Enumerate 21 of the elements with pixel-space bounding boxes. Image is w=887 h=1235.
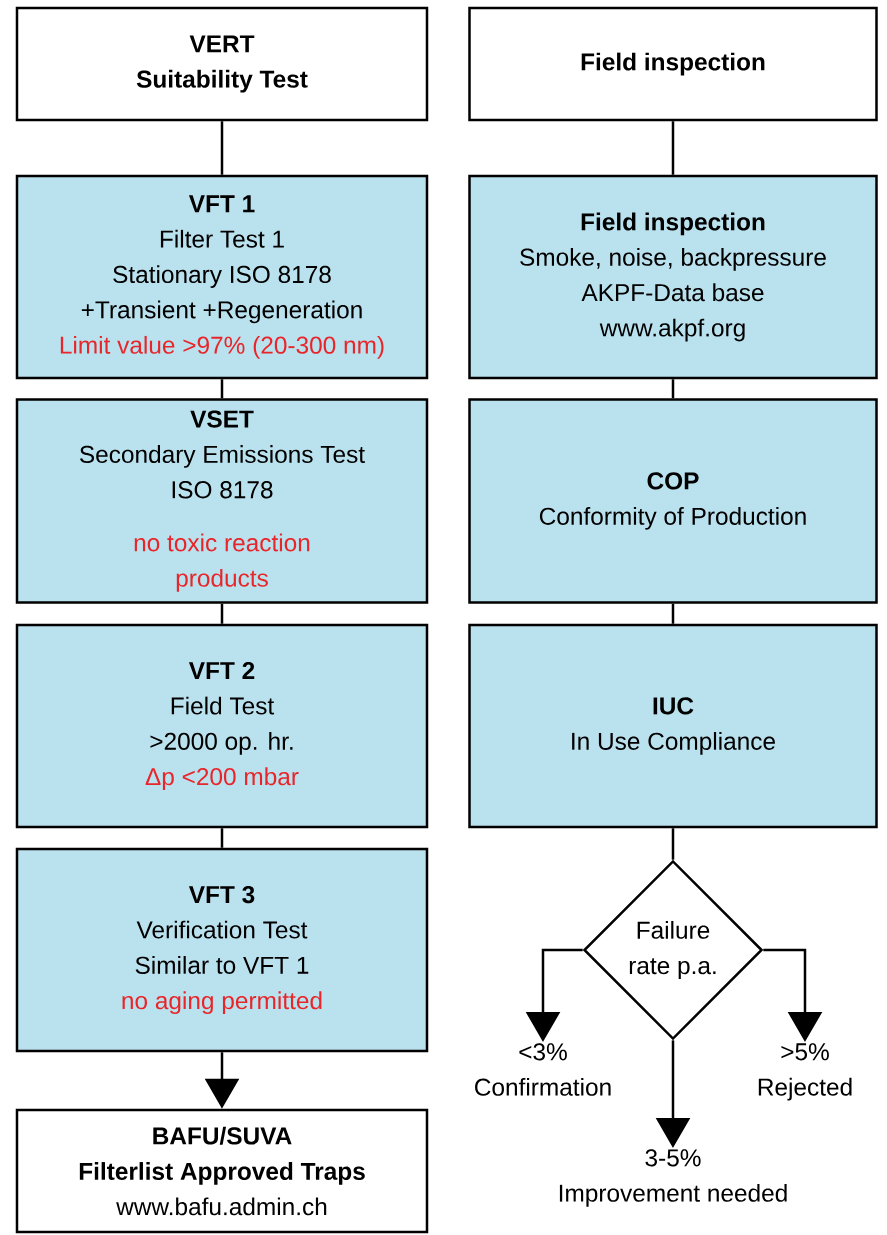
outcome-label: <3% Confirmation <box>475 1043 611 1096</box>
process-box: Field inspection Smoke, noise, backpressure AKPF-Data base www.akpf.org <box>468 174 878 380</box>
process-box: VSET Secondary Emissions Test ISO 8178 no toxic reaction products <box>15 398 429 604</box>
process-box: VFT 1 Filter Test 1 Stationary ISO 8178 +Transient +Regeneration Limit value >97% (20-300 nm) <box>15 174 429 380</box>
outcome-label: >5% Rejected <box>758 1043 852 1101</box>
result-box: BAFU/SUVA Filterlist Approved Traps www.bafu.admin.ch <box>15 1108 429 1234</box>
process-box: VFT 2 Field Test >2000 op. hr. Δp <200 mbar <box>15 623 429 829</box>
connector-line <box>671 379 675 399</box>
process-box: IUC In Use Compliance <box>468 623 878 829</box>
connector-line <box>220 603 224 624</box>
connector-line <box>220 828 224 848</box>
process-box: COP Conformity of Production <box>468 398 878 604</box>
connector-line <box>220 379 224 399</box>
header-box: Field inspection <box>468 6 878 122</box>
process-box: VFT 3 Verification Test Similar to VFT 1 no aging permitted <box>15 847 429 1053</box>
outcome-label: 3-5% Improvement needed <box>559 1149 787 1207</box>
connector-line <box>671 828 675 860</box>
connector-line <box>671 121 675 175</box>
connector-line <box>671 603 675 624</box>
header-box: VERT Suitability Test <box>15 6 429 122</box>
connector-line <box>220 121 224 175</box>
